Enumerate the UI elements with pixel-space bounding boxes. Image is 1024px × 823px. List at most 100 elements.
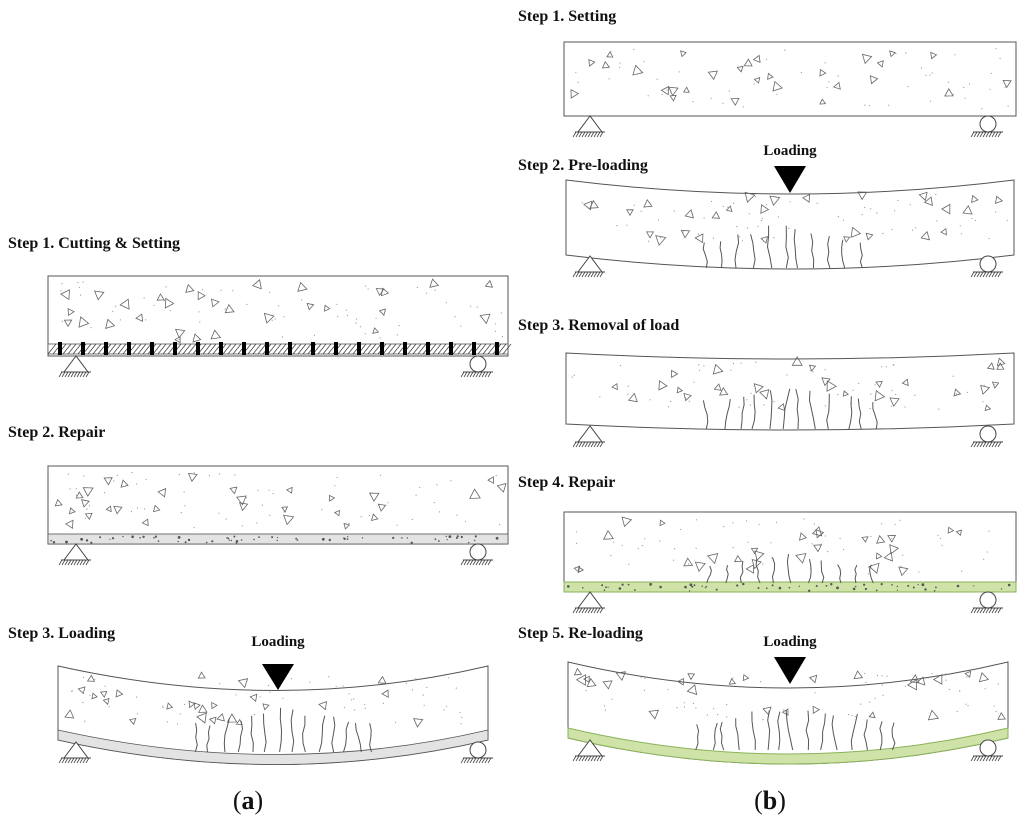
aggregate-dot: [683, 702, 685, 704]
repair-particle: [836, 586, 839, 590]
aggregate-dot: [369, 514, 371, 517]
ground-hatch: [70, 757, 75, 764]
crack-line: [702, 242, 708, 269]
repair-particle: [896, 589, 899, 591]
aggregate-dot: [82, 676, 85, 679]
ground-hatch: [584, 607, 589, 614]
repair-particle: [907, 584, 910, 587]
aggregate-dot: [814, 692, 816, 694]
aggregate-dot: [844, 391, 846, 393]
aggregate-triangle: [377, 503, 387, 512]
repair-particle: [935, 586, 937, 589]
aggregate-triangle: [626, 209, 634, 217]
aggregate-dot: [837, 216, 840, 218]
crack-line: [879, 721, 883, 751]
crack-line: [854, 564, 858, 584]
aggregate-dot: [986, 551, 988, 553]
ground-hatch: [572, 607, 577, 614]
aggregate-dot: [359, 326, 361, 328]
ground-hatch: [572, 271, 577, 278]
aggregate-dot: [776, 93, 778, 95]
ground-hatch: [599, 755, 604, 762]
aggregate-triangle: [174, 336, 181, 344]
aggregate-dot: [633, 48, 635, 51]
ground-hatch: [970, 607, 975, 614]
hatch-line: [87, 343, 97, 355]
cut-notch: [426, 342, 430, 355]
panel-b: Step 1. Setting Step 2. Pre-loading Load…: [518, 8, 1017, 815]
aggregate-dot: [837, 75, 839, 77]
repair-particle: [896, 585, 899, 588]
aggregate-triangle: [164, 297, 175, 309]
repair-particle: [778, 586, 782, 590]
ground-hatch: [973, 131, 978, 138]
aggregate-dot: [661, 94, 663, 96]
aggregate-dot: [476, 306, 478, 308]
step-label-b5: Step 5. Re-loading: [518, 625, 643, 642]
aggregate-triangle: [216, 713, 225, 722]
panel-letter-a: a: [242, 786, 255, 815]
aggregate-dot: [667, 688, 669, 690]
hatch-line: [392, 343, 402, 355]
repair-particle: [139, 537, 141, 539]
aggregate-dot: [722, 102, 724, 104]
aggregate-dot: [842, 219, 845, 221]
repair-particle: [825, 585, 828, 587]
aggregate-dot: [301, 299, 303, 301]
hatch-line: [417, 343, 427, 355]
aggregate-dot: [680, 528, 682, 531]
beam-body-a1: [47, 275, 509, 357]
aggregate-triangle: [683, 557, 694, 567]
hatch-line: [477, 343, 487, 355]
aggregate-triangle: [680, 229, 691, 239]
repair-particle: [715, 588, 718, 591]
aggregate-dot: [941, 544, 943, 546]
supports-b4: [572, 591, 1003, 614]
aggregate-dot: [712, 237, 715, 239]
aggregate-dot: [968, 83, 971, 85]
panel-label-b: (b): [754, 786, 786, 815]
beam-body-b2: [565, 179, 1015, 270]
ground-hatch: [466, 559, 471, 566]
aggregate-dot: [870, 535, 872, 538]
aggregate-dot: [886, 675, 888, 677]
aggregate-dot: [813, 533, 815, 535]
aggregate-triangle: [906, 679, 917, 691]
repair-particle: [131, 535, 134, 538]
aggregate-triangle: [669, 94, 677, 102]
ground-hatch: [988, 271, 993, 278]
aggregate-dot: [945, 234, 947, 236]
ground-hatch: [475, 371, 480, 378]
aggregate-triangle: [105, 505, 112, 513]
pin-support-a1: [58, 355, 91, 378]
loading-label-b5: Loading: [763, 634, 817, 650]
crack-line: [695, 724, 700, 751]
ground-hatch: [475, 757, 480, 764]
ground-hatch: [484, 371, 489, 378]
crack-line: [750, 234, 756, 269]
repair-particle: [567, 585, 570, 588]
crack-line: [237, 720, 244, 753]
repair-particle: [704, 587, 706, 589]
aggregate-triangle: [185, 283, 195, 293]
aggregate-dot: [640, 676, 642, 678]
aggregate-dot: [895, 393, 897, 396]
ground-hatch: [484, 757, 489, 764]
aggregate-triangle: [769, 195, 781, 206]
aggregate-dot: [271, 319, 273, 321]
repair-particle: [410, 541, 413, 544]
aggregate-triangle: [734, 554, 743, 563]
repair-particle: [684, 585, 687, 589]
repair-particle: [276, 536, 279, 539]
crack-line: [194, 722, 198, 753]
supports-b5: [572, 739, 1003, 762]
repair-particle: [688, 590, 691, 592]
repair-particle: [495, 536, 499, 540]
aggregate-triangle: [496, 483, 507, 493]
aggregate-dot: [269, 691, 271, 694]
repair-particle: [788, 586, 791, 589]
crack-line: [837, 564, 842, 584]
aggregate-dot: [753, 83, 755, 85]
aggregate-dot: [981, 108, 983, 110]
